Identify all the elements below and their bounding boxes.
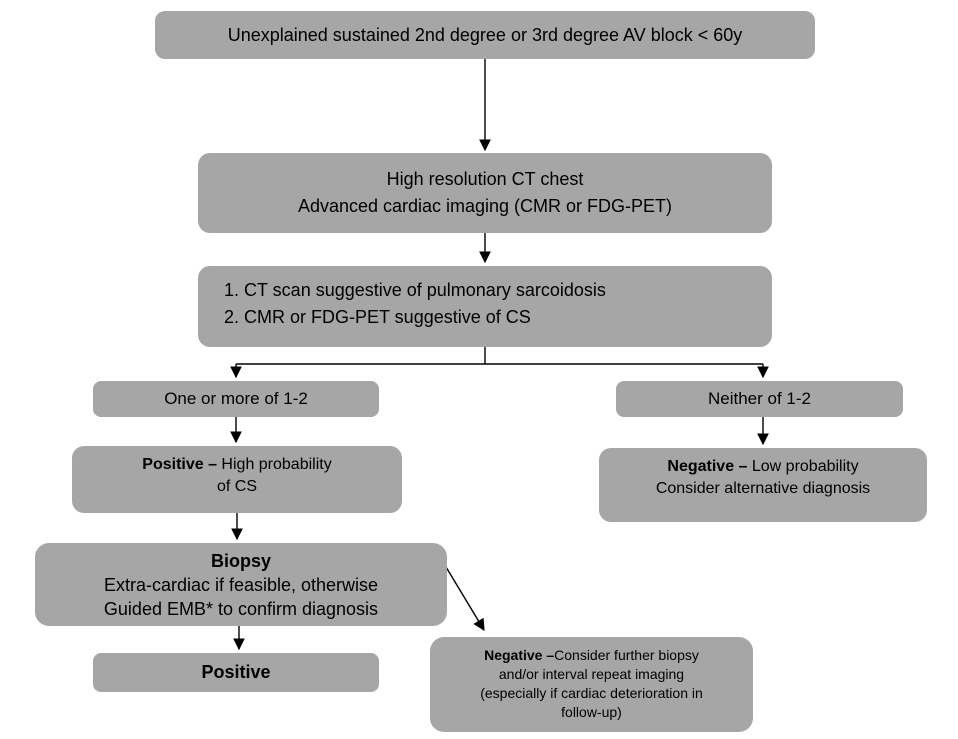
node-text: Unexplained sustained 2nd degree or 3rd … xyxy=(227,24,743,45)
arrow-biopsy-to-negative-biopsy xyxy=(445,566,485,632)
node-negative-low-probability: Negative – Low probability Consider alte… xyxy=(599,448,927,522)
node-text: Neither of 1-2 xyxy=(708,389,811,408)
emphasis-text: Biopsy xyxy=(210,551,271,571)
text-line: High resolution CT chest xyxy=(386,169,584,189)
text-line: follow-up) xyxy=(561,704,622,720)
text-line: Positive – High probability xyxy=(72,454,402,476)
text-line: and/or interval repeat imaging xyxy=(498,666,685,682)
text-line: Advanced cardiac imaging (CMR or FDG-PET… xyxy=(297,196,673,216)
node-text: One or more of 1-2 xyxy=(164,389,308,408)
node-av-block: Unexplained sustained 2nd degree or 3rd … xyxy=(155,11,815,59)
text-line: Negative – Low probability xyxy=(599,456,927,478)
text-span: Consider further biopsy xyxy=(554,647,699,663)
node-one-or-more: One or more of 1-2 xyxy=(93,381,379,417)
node-criteria: 1. CT scan suggestive of pulmonary sarco… xyxy=(198,266,772,347)
text-line: 1. CT scan suggestive of pulmonary sarco… xyxy=(224,280,606,300)
text-line: Negative –Consider further biopsy xyxy=(430,646,753,665)
text-line: 2. CMR or FDG-PET suggestive of CS xyxy=(224,307,531,327)
emphasis-text: Positive – xyxy=(142,456,217,473)
emphasis-text: Negative – xyxy=(667,458,748,475)
node-positive-final: Positive xyxy=(93,653,379,692)
node-text: Positive xyxy=(201,662,271,682)
text-line: Extra-cardiac if feasible, otherwise xyxy=(103,575,379,595)
emphasis-text: Negative – xyxy=(484,647,555,663)
node-biopsy: Biopsy Extra-cardiac if feasible, otherw… xyxy=(35,543,447,626)
text-line: Consider alternative diagnosis xyxy=(655,480,871,497)
text-span: High probability xyxy=(216,456,332,473)
node-positive-high-probability: Positive – High probability of CS xyxy=(72,446,402,513)
text-line: of CS xyxy=(216,478,257,495)
text-line: Guided EMB* to confirm diagnosis xyxy=(103,599,379,619)
node-neither: Neither of 1-2 xyxy=(616,381,903,417)
text-line: (especially if cardiac deterioration in xyxy=(480,685,703,701)
node-imaging: High resolution CT chest Advanced cardia… xyxy=(198,153,772,233)
text-span: Low probability xyxy=(747,458,859,475)
node-negative-biopsy: Negative –Consider further biopsy and/or… xyxy=(430,637,753,732)
